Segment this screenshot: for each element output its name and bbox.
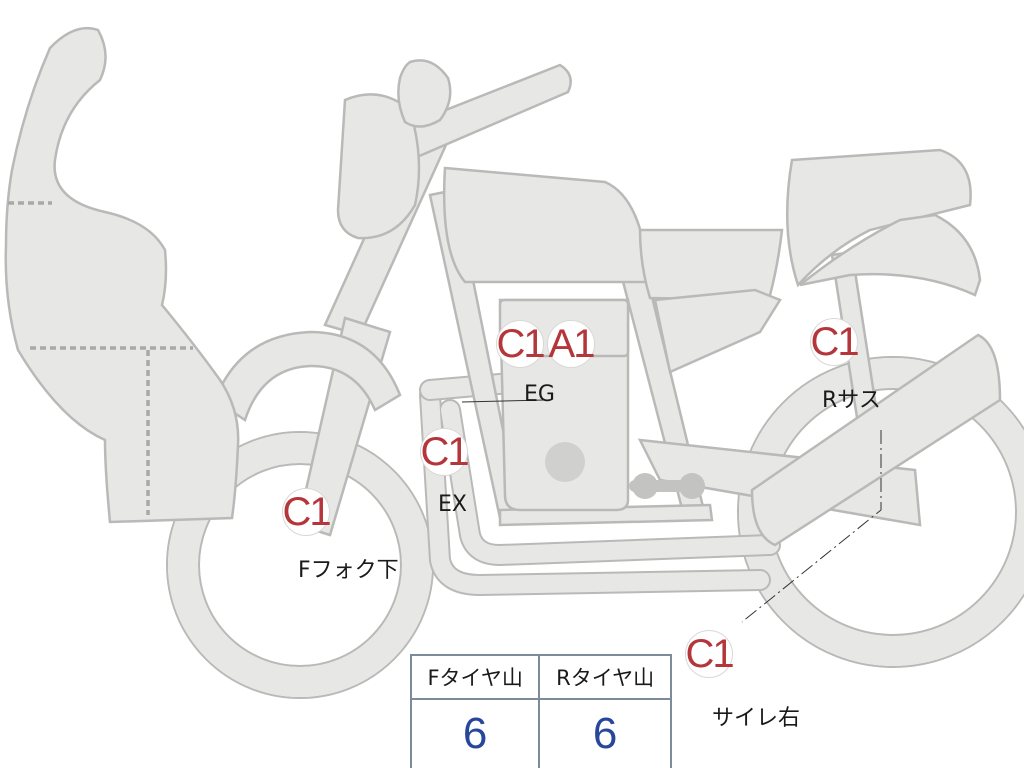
handlebar — [393, 63, 572, 162]
tire-tread-table: Fタイヤ山 Rタイヤ山 6 6 — [410, 654, 672, 768]
rear-tire-value: 6 — [592, 709, 618, 758]
fuel-tank — [442, 166, 650, 284]
leader-lines — [461, 399, 882, 623]
rear-suspension-label: Rサス — [822, 388, 881, 413]
engine-rating-a-badge: A1 — [547, 320, 595, 368]
seat — [638, 148, 982, 374]
front-fork-rating-badge: C1 — [282, 488, 332, 536]
exhaust-label: EX — [438, 492, 467, 517]
front-tire-header: Fタイヤ山 — [411, 655, 541, 700]
front-fork-label: Fフォク下 — [298, 558, 399, 583]
fairing — [4, 26, 240, 524]
muffler-rating-badge: C1 — [685, 630, 735, 678]
rear-tire-header: Rタイヤ山 — [539, 655, 671, 700]
rear-suspension-rating-badge: C1 — [810, 318, 860, 366]
table-header-row: Fタイヤ山 Rタイヤ山 — [411, 655, 671, 700]
exhaust-rating-badge: C1 — [420, 428, 470, 476]
muffler-label: サイレ右 — [712, 706, 801, 731]
table-row: 6 6 — [411, 699, 671, 768]
headlight — [336, 59, 452, 240]
front-tire-value: 6 — [411, 699, 541, 768]
muffler — [750, 333, 1002, 547]
engine-rating-c-badge: C1 — [496, 320, 546, 368]
engine-label: EG — [524, 382, 555, 407]
front-fender — [213, 330, 402, 422]
